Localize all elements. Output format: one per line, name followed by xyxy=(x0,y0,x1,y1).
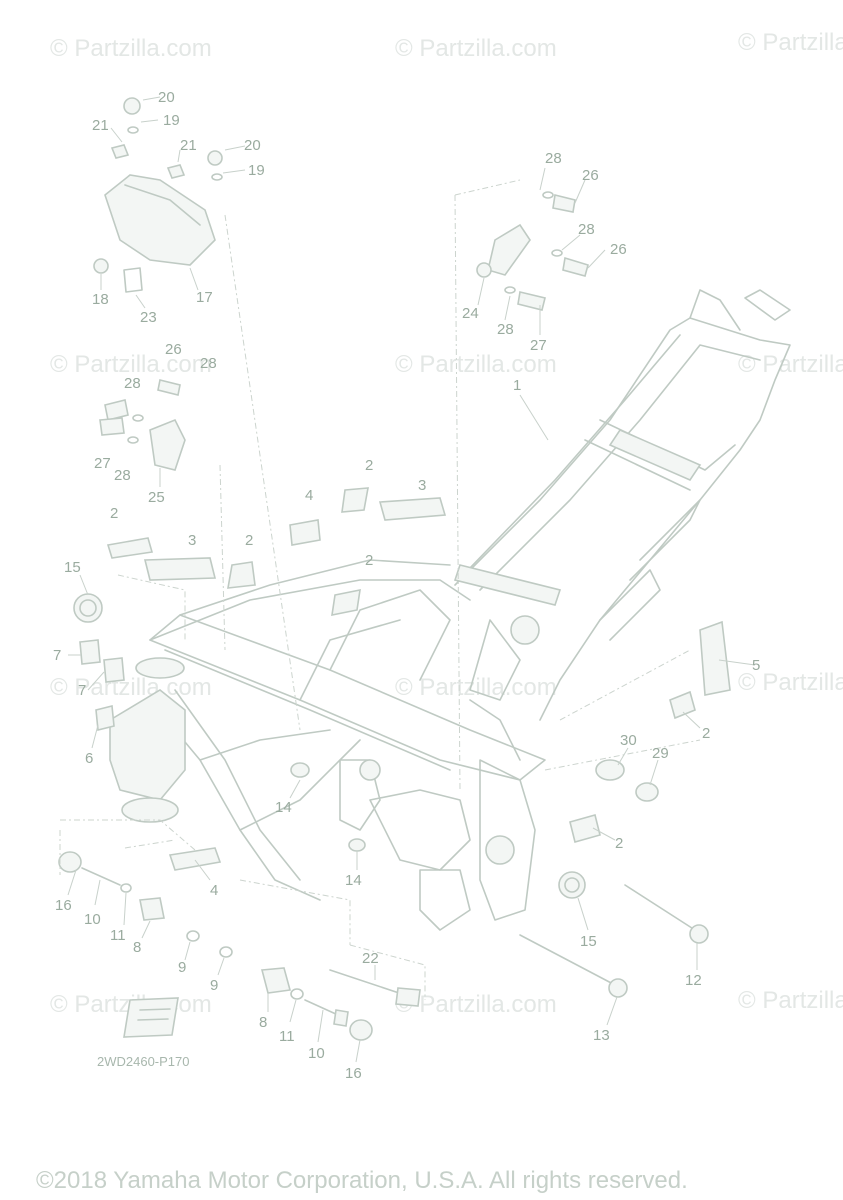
callout-label: 10 xyxy=(308,1045,325,1062)
callout-label: 26 xyxy=(610,241,627,258)
callout-label: 4 xyxy=(305,487,313,504)
watermark: © Partzilla.com xyxy=(50,35,212,62)
callout-label: 3 xyxy=(418,477,426,494)
callout-label: 9 xyxy=(178,959,186,976)
callout-label: 20 xyxy=(244,137,261,154)
callout-label: 28 xyxy=(578,221,595,238)
callout-label: 15 xyxy=(64,559,81,576)
callout-label: 26 xyxy=(165,341,182,358)
loose-parts xyxy=(58,97,731,1041)
callout-label: 30 xyxy=(620,732,637,749)
callout-label: 14 xyxy=(275,799,292,816)
callout-label: 19 xyxy=(163,112,180,129)
callout-label: 10 xyxy=(84,911,101,928)
callout-label: 1 xyxy=(513,377,521,394)
callout-label: 4 xyxy=(210,882,218,899)
leader-lines xyxy=(59,96,756,1063)
callout-label: 27 xyxy=(530,337,547,354)
callout-label: 26 xyxy=(582,167,599,184)
callout-label: 23 xyxy=(140,309,157,326)
callout-label: 2 xyxy=(702,725,710,742)
callout-label: 20 xyxy=(158,89,175,106)
callout-label: 8 xyxy=(133,939,141,956)
callout-label: 2 xyxy=(615,835,623,852)
callout-label: 21 xyxy=(180,137,197,154)
callout-label: 11 xyxy=(110,927,126,944)
callout-label: 15 xyxy=(580,933,597,950)
diagram-code: 2WD2460-P170 xyxy=(97,1054,190,1069)
callout-label: 18 xyxy=(92,291,109,308)
callout-label: 21 xyxy=(92,117,109,134)
callout-label: 7 xyxy=(78,682,86,699)
watermark: © Partzilla.com xyxy=(738,987,843,1014)
callout-label: 14 xyxy=(345,872,362,889)
callout-label: 28 xyxy=(124,375,141,392)
callout-label: 19 xyxy=(248,162,265,179)
watermark: © Partzilla.com xyxy=(738,351,843,378)
callout-label: 28 xyxy=(545,150,562,167)
callout-label: 2 xyxy=(365,552,373,569)
callout-label: 12 xyxy=(685,972,702,989)
callout-label: 29 xyxy=(652,745,669,762)
watermark: © Partzilla.com xyxy=(395,991,557,1018)
callout-label: 27 xyxy=(94,455,111,472)
callout-label: 2 xyxy=(245,532,253,549)
callout-label: 24 xyxy=(462,305,479,322)
callout-label: 28 xyxy=(114,467,131,484)
frame-assembly xyxy=(109,289,791,931)
copyright-notice: ©2018 Yamaha Motor Corporation, U.S.A. A… xyxy=(36,1167,688,1194)
callout-label: 22 xyxy=(362,950,379,967)
callout-label: 2 xyxy=(365,457,373,474)
watermark: © Partzilla.com xyxy=(738,29,843,56)
watermark: © Partzilla.com xyxy=(395,674,557,701)
callout-label: 17 xyxy=(196,289,213,306)
watermark: © Partzilla.com xyxy=(50,351,212,378)
callout-label: 6 xyxy=(85,750,93,767)
watermark: © Partzilla.com xyxy=(50,674,212,701)
callouts: 20 19 21 21 20 19 18 17 23 28 26 28 26 2… xyxy=(53,89,760,1082)
callout-label: 28 xyxy=(200,355,217,372)
callout-label: 8 xyxy=(259,1014,267,1031)
callout-label: 25 xyxy=(148,489,165,506)
watermark: © Partzilla.com xyxy=(395,35,557,62)
callout-label: 28 xyxy=(497,321,514,338)
callout-label: 16 xyxy=(345,1065,362,1082)
watermark: © Partzilla.com xyxy=(395,351,557,378)
callout-label: 16 xyxy=(55,897,72,914)
callout-label: 7 xyxy=(53,647,61,664)
callout-label: 3 xyxy=(188,532,196,549)
callout-label: 9 xyxy=(210,977,218,994)
callout-label: 11 xyxy=(279,1028,295,1045)
watermark: © Partzilla.com xyxy=(738,669,843,696)
callout-label: 13 xyxy=(593,1027,610,1044)
callout-label: 2 xyxy=(110,505,118,522)
callout-label: 5 xyxy=(752,657,760,674)
